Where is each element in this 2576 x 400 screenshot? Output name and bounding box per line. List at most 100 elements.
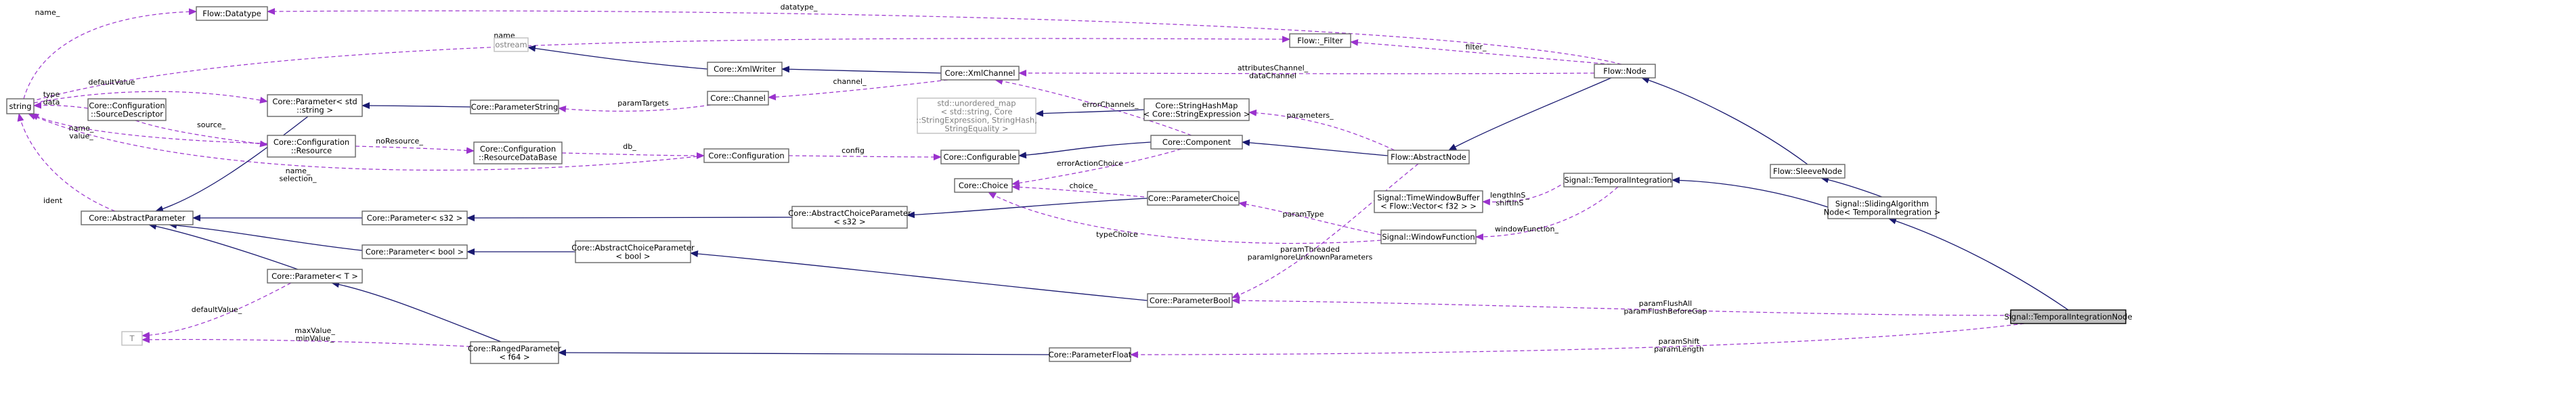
class-node-box (940, 66, 1020, 81)
class-node-source-descriptor[interactable]: Core::Configuration::SourceDescriptor (87, 98, 167, 121)
usage-edge-e-config (788, 153, 942, 160)
usage-edge-e-attributes-channel (1018, 70, 1595, 77)
usage-edge-e-window-function (1475, 186, 1619, 240)
class-node-string[interactable]: string (6, 98, 35, 114)
class-node-template-t[interactable]: T (121, 331, 143, 346)
class-node-abstract-node[interactable]: Flow::AbstractNode (1387, 150, 1470, 164)
class-node-flow-node[interactable]: Flow::Node (1594, 64, 1656, 79)
edge-label-e-name-datatype: name_ (35, 8, 60, 17)
class-node-label: Signal::TemporalIntegrationNode (2004, 312, 2132, 321)
edge-label-e-name-value: name_value_ (69, 124, 94, 141)
class-node-configuration[interactable]: Core::Configuration (703, 148, 789, 163)
class-node-parameter-string[interactable]: Core::ParameterString (470, 99, 559, 114)
class-node-box (575, 240, 691, 263)
class-node-xml-writer[interactable]: Core::XmlWriter (707, 62, 783, 76)
class-node-parameter-bool-class[interactable]: Core::ParameterBool (1147, 293, 1233, 308)
inheritance-edge-i-parameter-bool-class (690, 250, 1148, 301)
class-node-box (362, 244, 468, 259)
class-node-unordered-map[interactable]: std::unordered_map< std::string, Core::S… (916, 97, 1037, 134)
edge-label-e-no-resource: noResource_ (376, 137, 423, 146)
usage-edge-e-type-data (33, 102, 89, 109)
usage-edge-e-name-datatype (23, 8, 197, 99)
class-node-label: Core::ParameterBool (1150, 296, 1230, 305)
class-node-ostream[interactable]: ostream (494, 37, 529, 52)
class-node-label: Core::Parameter< s32 > (367, 213, 462, 223)
class-node-label: Core::ParameterChoice (1148, 194, 1238, 203)
edge-label-e-type-choice: typeChoice (1096, 230, 1138, 239)
class-node-component[interactable]: Core::Component (1150, 135, 1243, 150)
class-node-xml-channel[interactable]: Core::XmlChannel (940, 66, 1020, 81)
class-node-box (470, 341, 559, 364)
usage-edge-e-param-type (1238, 200, 1382, 236)
class-node-label: Core::AbstractChoiceParameter< bool > (571, 243, 695, 261)
usage-edge-e-ident (17, 113, 116, 212)
class-node-label: Core::ParameterString (471, 102, 559, 112)
class-node-box (473, 141, 563, 164)
class-node-box (1827, 196, 1937, 219)
class-node-parameter-string-type[interactable]: Core::Parameter< std::string > (267, 94, 363, 117)
class-node-window-function[interactable]: Signal::WindowFunction (1380, 229, 1477, 244)
class-node-string-hash-map[interactable]: Core::StringHashMap< Core::StringExpress… (1143, 98, 1250, 121)
class-node-box (707, 91, 769, 106)
class-node-parameter-bool[interactable]: Core::Parameter< bool > (362, 244, 468, 259)
class-node-box (703, 148, 789, 163)
class-node-label: Core::Parameter< bool > (366, 247, 464, 257)
class-node-datatype[interactable]: Flow::Datatype (196, 6, 268, 21)
class-node-parameter-t[interactable]: Core::Parameter< T > (267, 269, 363, 284)
class-node-configuration-resource[interactable]: Core::Configuration::Resource (267, 135, 356, 158)
class-node-label: Flow::_Filter (1297, 36, 1343, 45)
class-node-box (1289, 33, 1351, 48)
inheritance-edge-i-xml-channel-xml-writer (781, 66, 942, 74)
class-node-configurable[interactable]: Core::Configurable (940, 150, 1020, 164)
class-node-label: Core::Configuration::ResourceDataBase (479, 144, 557, 162)
class-node-sleeve-node[interactable]: Flow::SleeveNode (1770, 164, 1846, 179)
class-node-abstract-choice-parameter-s32[interactable]: Core::AbstractChoiceParameter< s32 > (788, 206, 911, 229)
class-node-box (1563, 173, 1673, 187)
class-node-temporal-integration-node[interactable]: Signal::TemporalIntegrationNode (2004, 309, 2133, 324)
class-node-time-window-buffer[interactable]: Signal::TimeWindowBuffer< Flow::Vector< … (1374, 190, 1483, 213)
usage-edge-e-parameters (1248, 109, 1395, 151)
class-node-box (81, 210, 194, 225)
inheritance-edge-i-parameter-string-type (155, 116, 309, 213)
class-node-label: Core::Configuration::Resource (274, 137, 349, 156)
class-node-parameter-choice[interactable]: Core::ParameterChoice (1147, 191, 1240, 206)
class-node-label: Signal::TemporalIntegration (1564, 175, 1672, 185)
edge-label-e-source: source_ (197, 120, 226, 129)
class-node-label: Flow::SleeveNode (1773, 166, 1842, 176)
usage-edge-e-max-min-value (141, 336, 471, 347)
class-node-box (917, 97, 1036, 134)
class-node-choice[interactable]: Core::Choice (954, 178, 1013, 193)
class-node-filter[interactable]: Flow::_Filter (1289, 33, 1351, 48)
inheritance-edge-i-abstract-node (1242, 139, 1389, 156)
class-node-abstract-choice-parameter-bool[interactable]: Core::AbstractChoiceParameter< bool > (571, 240, 695, 263)
edge-label-e-error-action-choice: errorActionChoice (1057, 159, 1124, 168)
edge-label-e-db: db_ (623, 142, 636, 151)
class-node-ranged-parameter[interactable]: Core::RangedParameter< f64 > (468, 341, 561, 364)
edge-label-e-max-min-value: maxValue_minValue_ (294, 326, 335, 343)
inheritance-edge-i-component (1018, 141, 1152, 159)
class-node-resource-database[interactable]: Core::Configuration::ResourceDataBase (473, 141, 563, 164)
edge-label-e-ident: ident (43, 196, 63, 205)
class-node-temporal-integration[interactable]: Signal::TemporalIntegration (1563, 173, 1673, 187)
edge-label-e-param-type: paramType (1283, 210, 1324, 219)
class-node-box (707, 62, 783, 76)
class-node-label: Flow::Node (1603, 66, 1646, 76)
class-node-abstract-parameter[interactable]: Core::AbstractParameter (81, 210, 194, 225)
class-node-label: Core::Choice (959, 181, 1008, 190)
usage-edge-e-param-targets (558, 104, 712, 112)
edge-label-e-param-targets: paramTargets (617, 99, 669, 108)
class-node-parameter-s32[interactable]: Core::Parameter< s32 > (362, 210, 468, 225)
class-node-label: string (9, 102, 31, 111)
class-node-box (1374, 190, 1483, 213)
class-node-label: ostream (495, 40, 527, 49)
usage-edge-e-default-value-t (141, 282, 292, 339)
usage-edge-e-name-selection (28, 113, 705, 171)
usage-edge-e-source (135, 120, 268, 148)
class-node-channel[interactable]: Core::Channel (707, 91, 769, 106)
class-node-box (494, 37, 529, 52)
class-node-parameter-float[interactable]: Core::ParameterFloat (1049, 347, 1132, 362)
